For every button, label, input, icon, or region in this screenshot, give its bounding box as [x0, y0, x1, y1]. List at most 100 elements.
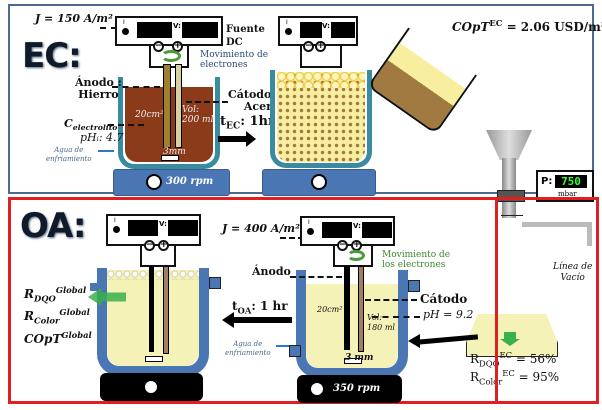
oa-stirrer-knob-icon[interactable] [309, 381, 325, 397]
result-sub: Color [479, 376, 503, 387]
result-sup: EC [502, 368, 515, 379]
vacuum-line1: Línea de [553, 262, 593, 272]
ec-power-supply: I V: [115, 16, 223, 46]
oa-frame-right-edge [596, 197, 599, 404]
ec-current-arrow [100, 27, 128, 29]
ec-wiring-2 [300, 46, 342, 68]
global-results: RDQOGlobal RColorGlobal COpTGlobal [24, 283, 92, 346]
result-value: = 56% [512, 352, 557, 366]
electron-flow-line1: Movimiento de [200, 50, 269, 60]
cooling-line1: Agua de [233, 340, 263, 348]
ec-area-label: 20cm² [135, 110, 164, 120]
ec-operating-cost: COpTEC = 2.06 USD/m³ [452, 18, 602, 34]
vacuum-line-label: Línea de Vacío [553, 262, 592, 284]
oa-cooling-water-arrow-icon [276, 345, 292, 347]
oa-power-supply: I V: [300, 216, 395, 246]
oa-jacket-port [289, 345, 301, 357]
green-down-arrow-icon [500, 332, 520, 346]
current-display-label-4: I [308, 219, 310, 226]
negative-terminal-icon-2: − [303, 41, 314, 52]
oa-panel-frame [8, 197, 498, 404]
stirrer-knob-icon[interactable] [146, 174, 162, 190]
electron-flow-line2: los electrones [382, 260, 446, 270]
anode-line1: Ánodo : [75, 76, 122, 89]
result-value: = 95% [514, 370, 560, 385]
pressure-unit: mbar [558, 190, 577, 198]
anode-line2: Hierro [78, 88, 119, 101]
oa-frame-bottom-extension [495, 401, 599, 404]
global-results-arrow-icon [88, 288, 126, 306]
result-sup: EC [499, 350, 513, 360]
positive-terminal-icon-3: + [158, 240, 169, 251]
power-supply-line2: DC [226, 37, 243, 48]
stirrer-play-icon-2[interactable] [143, 379, 159, 395]
oa-stirrer-base-final [100, 373, 203, 401]
cathode-electrode [175, 64, 182, 148]
funnel-stem [502, 158, 516, 218]
electrolyte-symbol: C [64, 117, 73, 130]
oa-wiring [333, 245, 373, 267]
electrolyte-subscript: electrolito [72, 123, 118, 133]
oa-anode-arrow [290, 276, 342, 278]
current-probe-dot [122, 28, 129, 35]
oa-current-arrow [280, 237, 304, 239]
ec-anode-label: Ánodo : Hierro [75, 77, 122, 101]
global-cost: COpTGlobal [24, 328, 92, 346]
jacket-port-2 [209, 277, 221, 289]
cost-superscript: EC [489, 18, 503, 28]
cooling-line2: enfriamiento [46, 155, 92, 163]
oa-ph-label: pH = 9.2 [423, 308, 474, 321]
oa-jacket-port-2 [408, 280, 420, 292]
flask-to-oa-arrowhead-icon [408, 334, 420, 348]
ec-cathode-arrow [186, 101, 228, 103]
ec-time-arrowhead-icon [246, 131, 256, 147]
result-color: RColorEC = 95% [470, 368, 559, 386]
current-probe-dot-4 [307, 228, 314, 235]
time-value: : 1 hr [251, 299, 288, 313]
anode-electrode [163, 64, 171, 148]
global-sup: Global [55, 285, 87, 295]
voltage-display-label: V: [173, 22, 181, 30]
oa-liquid [306, 284, 398, 368]
oa-electron-flow-label: Movimiento de los electrones [382, 250, 450, 270]
ec-power-supply-label: Fuente DC [226, 23, 265, 49]
negative-terminal-icon-3: − [144, 240, 155, 251]
cost-value: = 2.06 USD/m³ [502, 20, 602, 34]
global-color: RColorGlobal [24, 305, 92, 327]
negative-terminal-icon: − [153, 41, 164, 52]
current-display-label-3: I [114, 217, 116, 224]
current-display-label: I [123, 19, 125, 26]
power-supply-line1: Fuente [226, 24, 265, 35]
volume-line1: Vol: [367, 313, 383, 322]
stir-bar-3 [145, 356, 163, 362]
time-symbol: t [232, 299, 238, 313]
volume-line1: Vol: [182, 105, 200, 115]
oa-current-density: J = 400 A/m² [222, 222, 300, 235]
voltage-display [182, 22, 218, 38]
time-value: : 1hr [240, 114, 275, 129]
electron-flow-icon [161, 50, 181, 62]
oa-electron-flow-icon [347, 250, 365, 261]
electron-flow-line2: electrones [200, 60, 248, 70]
oa-ph-arrow [372, 316, 420, 318]
current-display-4 [322, 222, 352, 238]
oa-time-label: tOA: 1 hr [232, 299, 288, 315]
cathode-line1: Cátodo : [228, 88, 280, 101]
ec-stirrer-base: 300 rpm [113, 169, 230, 196]
stirrer-play-icon[interactable] [311, 174, 327, 190]
result-dqo: RDQOEC = 56% [470, 350, 559, 368]
oa-area-label: 20cm² [317, 305, 343, 314]
oa-anode-final [149, 266, 154, 352]
stir-bar [161, 155, 179, 161]
voltage-display-2 [331, 22, 355, 38]
current-probe-dot-2 [285, 28, 292, 35]
rubber-stopper [497, 190, 525, 202]
ec-electrolyte-label: Celectrolito [64, 117, 117, 132]
current-display-3 [128, 220, 158, 236]
ec-time-label: tEC: 1hr [220, 114, 275, 132]
oa-frame-top-extension [495, 197, 599, 200]
ec-reactor-jacket-2 [270, 70, 372, 168]
voltage-display-label-4: V: [353, 222, 361, 230]
volume-line2: 180 ml [367, 323, 395, 332]
cost-symbol: COpT [452, 20, 490, 34]
